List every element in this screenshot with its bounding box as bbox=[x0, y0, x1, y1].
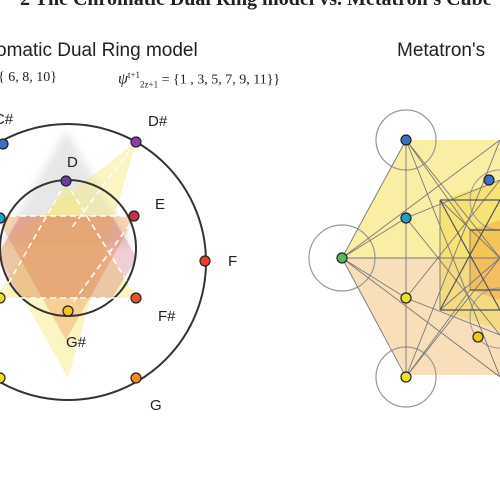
dashed-line bbox=[65, 181, 138, 299]
label-g: G bbox=[150, 397, 162, 414]
metatron-node-bottom bbox=[400, 371, 412, 383]
metatron-node-top bbox=[400, 134, 412, 146]
orange-triangle bbox=[0, 216, 136, 340]
node-e bbox=[128, 210, 140, 222]
node-inner-left-high bbox=[0, 212, 6, 224]
node-g-sharp bbox=[62, 305, 74, 317]
yellow-triangle-small bbox=[0, 182, 137, 298]
right-panel-title: Metatron's bbox=[397, 40, 486, 61]
node-d-sharp bbox=[130, 136, 142, 148]
label-d-sharp: D# bbox=[148, 113, 168, 130]
odd-set-values: = {1 , 3, 5, 7, 9, 11}} bbox=[158, 72, 281, 88]
node-f-sharp bbox=[130, 292, 142, 304]
metatron-node-left bbox=[336, 252, 348, 264]
node-g bbox=[130, 372, 142, 384]
left-panel-title: omatic Dual Ring model bbox=[0, 40, 198, 61]
metatron-node-right-bottom bbox=[472, 331, 484, 343]
metatron-lines bbox=[341, 139, 500, 378]
label-f: F bbox=[228, 253, 237, 270]
metatron-node-inner-upper bbox=[400, 212, 412, 224]
metatrons-cube-diagram bbox=[308, 109, 500, 408]
node-d bbox=[60, 175, 72, 187]
label-e: E bbox=[155, 196, 165, 213]
odd-set-formula: ψt+12z+1 = {1 , 3, 5, 7, 9, 11}} bbox=[118, 70, 280, 89]
label-d: D bbox=[67, 154, 78, 171]
label-g-sharp: G# bbox=[66, 334, 87, 351]
psi-superscript: t+1 bbox=[127, 70, 141, 80]
center-hexagon bbox=[0, 216, 137, 298]
dual-ring-diagram: C# D# D E F F# G# G bbox=[0, 111, 237, 414]
node-outer-left bbox=[0, 372, 6, 384]
dashed-line bbox=[69, 141, 137, 231]
yellow-triangle-large bbox=[0, 142, 136, 378]
dashed-line bbox=[0, 181, 67, 299]
main-title: 2 The Chromatic Dual Ring model vs. Meta… bbox=[20, 0, 492, 11]
node-f bbox=[199, 255, 211, 267]
psi-symbol: ψ bbox=[118, 70, 128, 88]
node-c-sharp bbox=[0, 138, 9, 150]
even-set-formula: { 6, 8, 10} bbox=[0, 70, 57, 85]
inner-cube-lines bbox=[439, 199, 500, 311]
label-f-sharp: F# bbox=[158, 308, 176, 325]
psi-subscript: 2z+1 bbox=[140, 79, 159, 90]
node-inner-left-low bbox=[0, 292, 6, 304]
metatron-node-inner-lower bbox=[400, 292, 412, 304]
label-c-sharp: C# bbox=[0, 111, 14, 128]
metatron-node-right-top bbox=[483, 174, 495, 186]
metatron-circle-inner-bottom bbox=[469, 287, 500, 349]
